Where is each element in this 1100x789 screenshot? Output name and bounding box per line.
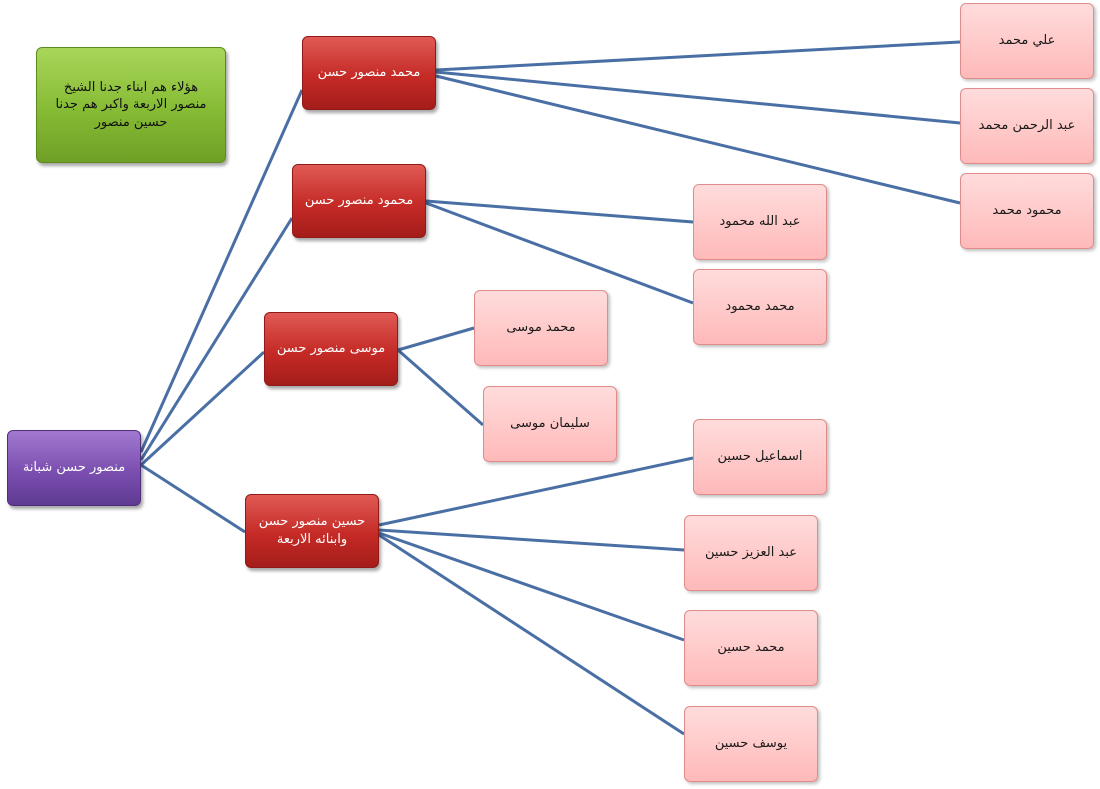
connector-line [378, 531, 685, 642]
connector-line [435, 74, 961, 205]
connector-line [139, 350, 266, 467]
grandchild-label: عبد العزيز حسين [704, 545, 798, 561]
son-node-mahmoud[interactable]: محمود منصور حسن [292, 164, 426, 238]
connector-line [397, 326, 475, 352]
son-node-hussein[interactable]: حسين منصور حسن وابنائه الاربعة [245, 494, 379, 568]
root-node[interactable]: منصور حسن شبانة [7, 430, 141, 506]
grandchild-label: محمد موسى [506, 320, 576, 336]
son-label: محمود منصور حسن [304, 193, 414, 209]
grandchild-node[interactable]: محمد حسين [684, 610, 818, 686]
connector-line [378, 456, 694, 527]
grandchild-label: اسماعيل حسين [717, 449, 803, 465]
grandchild-node[interactable]: سليمان موسى [483, 386, 617, 462]
grandchild-label: محمد محمود [725, 299, 795, 315]
son-node-mohamed[interactable]: محمد منصور حسن [302, 36, 436, 110]
son-label: موسى منصور حسن [276, 341, 386, 357]
note-box: هؤلاء هم ابناء جدنا الشيخ منصور الاربعة … [36, 47, 226, 163]
root-label: منصور حسن شبانة [22, 460, 126, 476]
connector-line [378, 528, 685, 552]
grandchild-node[interactable]: عبد الله محمود [693, 184, 827, 260]
connector-line [435, 40, 961, 72]
grandchild-node[interactable]: يوسف حسين [684, 706, 818, 782]
connector-line [140, 463, 246, 534]
son-label: محمد منصور حسن [317, 65, 421, 81]
grandchild-node[interactable]: عبد الرحمن محمد [960, 88, 1094, 164]
connector-line [378, 533, 685, 736]
son-label: حسين منصور حسن وابنائه الاربعة [258, 514, 366, 547]
connector-line [397, 348, 484, 427]
grandchild-node[interactable]: عبد العزيز حسين [684, 515, 818, 591]
connector-line [435, 70, 961, 125]
grandchild-label: يوسف حسين [714, 736, 788, 752]
connector-line [139, 89, 304, 453]
connector-line [139, 217, 294, 461]
grandchild-label: محمود محمد [992, 203, 1062, 219]
son-node-mousa[interactable]: موسى منصور حسن [264, 312, 398, 386]
grandchild-node[interactable]: محمود محمد [960, 173, 1094, 249]
grandchild-node[interactable]: محمد محمود [693, 269, 827, 345]
grandchild-node[interactable]: محمد موسى [474, 290, 608, 366]
grandchild-node[interactable]: اسماعيل حسين [693, 419, 827, 495]
grandchild-node[interactable]: علي محمد [960, 3, 1094, 79]
grandchild-label: عبد الله محمود [719, 214, 801, 230]
grandchild-label: عبد الرحمن محمد [978, 118, 1076, 134]
connector-line [425, 199, 694, 224]
grandchild-label: سليمان موسى [510, 416, 590, 432]
connector-line [425, 201, 694, 305]
grandchild-label: محمد حسين [717, 640, 785, 656]
grandchild-label: علي محمد [998, 33, 1056, 49]
note-text: هؤلاء هم ابناء جدنا الشيخ منصور الاربعة … [55, 79, 207, 130]
